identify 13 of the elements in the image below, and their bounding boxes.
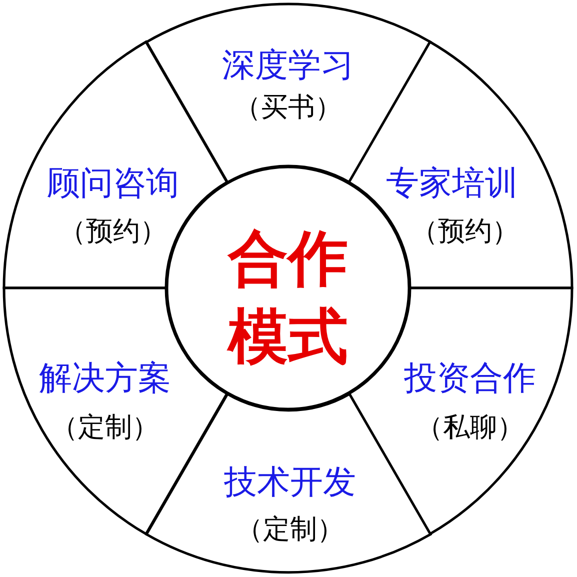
segment-note: （预约） bbox=[411, 217, 519, 247]
segment-title: 技术开发 bbox=[224, 464, 356, 500]
center-title: 合作模式 bbox=[226, 223, 349, 374]
segment-title: 解决方案 bbox=[39, 360, 171, 396]
segment-note: （定制） bbox=[51, 413, 159, 443]
segment-note: （买书） bbox=[234, 93, 342, 123]
segment-note: （预约） bbox=[59, 217, 167, 247]
segment-title: 专家培训 bbox=[386, 164, 518, 202]
segment-title: 投资合作 bbox=[404, 360, 536, 396]
segment-title: 顾问咨询 bbox=[47, 164, 179, 202]
segment-title: 深度学习 bbox=[222, 46, 354, 84]
segment-note: （私聊） bbox=[416, 413, 524, 443]
segment-note: （定制） bbox=[236, 515, 344, 545]
